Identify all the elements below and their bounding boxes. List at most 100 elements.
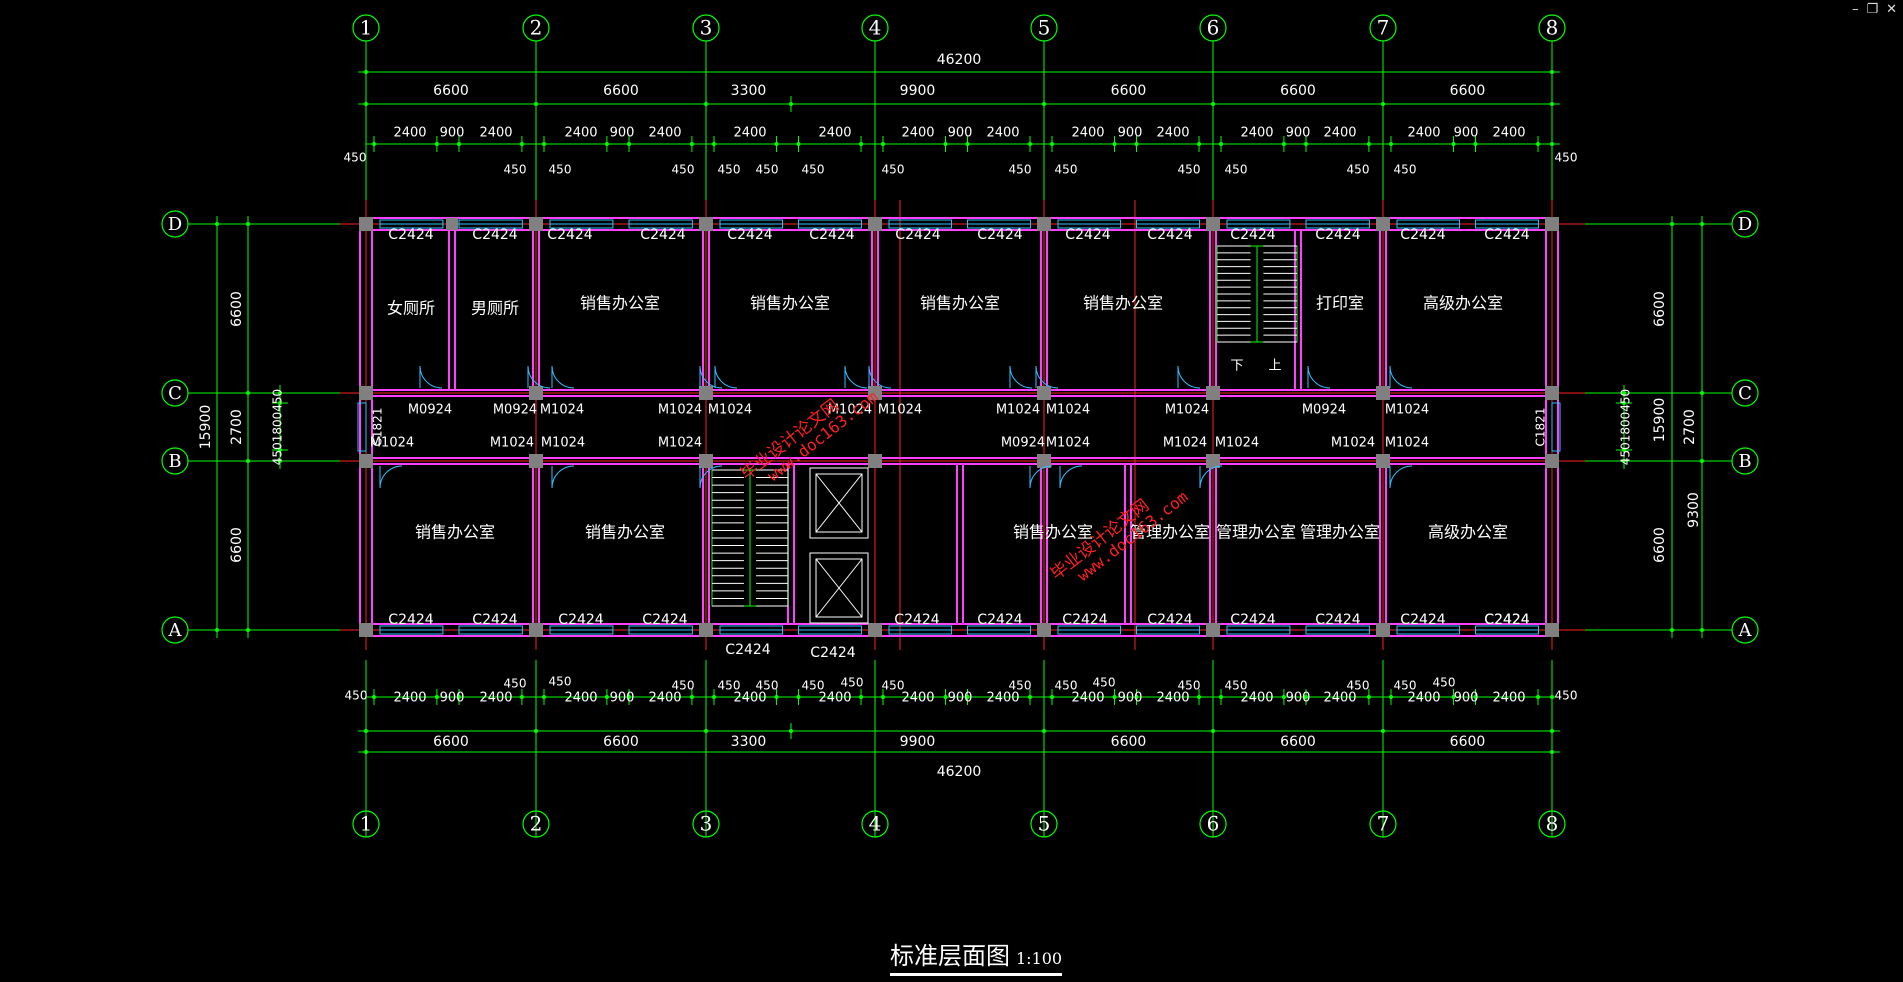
dim-bay-bottom-3: 9900 — [900, 734, 936, 750]
structural-column — [1206, 623, 1220, 637]
dim-dot — [1473, 142, 1478, 146]
structural-column — [1545, 386, 1559, 400]
dim-dot — [542, 142, 546, 146]
structural-column — [359, 623, 373, 637]
dim-dot — [689, 142, 694, 146]
dim-window-top-3: 2400 — [564, 126, 597, 141]
dim-dot — [1028, 142, 1033, 146]
dim-window-bottom-1: 900 — [440, 691, 465, 706]
door-label-upper-1: M0924 — [493, 403, 537, 418]
structural-column — [529, 386, 543, 400]
dim-dot — [1304, 142, 1308, 146]
structural-column — [699, 623, 713, 637]
dim-right-inner-0: 6600 — [1652, 291, 1668, 327]
grid-bubble-label-6: 6 — [1207, 812, 1220, 836]
window-label-bottom-6: C2424 — [1062, 612, 1107, 628]
dim-dot — [627, 142, 631, 146]
dim-window-bottom-2: 2400 — [479, 691, 512, 706]
dim-offset-bottom-7: 450 — [841, 676, 864, 690]
window-side-left — [357, 402, 367, 452]
door-lower-1 — [551, 465, 575, 489]
window-label-side-right: C1821 — [1534, 408, 1548, 447]
dim-dot — [434, 695, 439, 699]
axis-grid-layer — [340, 200, 1585, 650]
restore-icon[interactable]: ❐ — [1866, 2, 1879, 17]
window-label-bottom-4: C2424 — [894, 612, 939, 628]
grid-bubble-label-7: 7 — [1377, 812, 1390, 836]
dim-dot — [457, 695, 461, 699]
dim-dot — [789, 102, 793, 106]
dim-right-inner-1: 2700 — [1682, 409, 1698, 445]
dim-dot-v — [246, 628, 250, 632]
room-label-top-4: 销售办公室 — [920, 294, 1000, 313]
dim-dot — [881, 695, 885, 699]
structural-column — [1037, 217, 1051, 231]
dim-dot — [1112, 695, 1117, 699]
window-label-top-9: C2424 — [1147, 227, 1192, 243]
structural-column — [699, 454, 713, 468]
dim-offset-top-2: 450 — [549, 163, 572, 177]
grid-bubble-label-8: 8 — [1546, 812, 1559, 836]
window-label-top-11: C2424 — [1315, 227, 1360, 243]
dim-dot — [1219, 142, 1223, 146]
structural-column — [1545, 454, 1559, 468]
dim-dot — [1197, 142, 1202, 146]
dim-window-bottom-0: 2400 — [393, 691, 426, 706]
grid-bubble-label-B: B — [1738, 451, 1751, 472]
dim-window-top-9: 900 — [948, 126, 973, 141]
dim-dot — [859, 695, 864, 699]
structural-column — [359, 217, 373, 231]
window-label-bottom-5: C2424 — [977, 612, 1022, 628]
dim-dot-v — [246, 222, 250, 226]
dim-window-top-17: 2400 — [1407, 126, 1440, 141]
grid-bubble-label-4: 4 — [869, 16, 882, 40]
structural-column — [1037, 386, 1051, 400]
dim-window-top-7: 2400 — [818, 126, 851, 141]
dim-dot-v — [215, 222, 219, 226]
door-upper-11 — [1389, 365, 1413, 389]
structural-column — [529, 217, 543, 231]
dim-window-top-13: 2400 — [1156, 126, 1189, 141]
grid-bubble-label-5: 5 — [1038, 812, 1051, 836]
door-label-lower-1: M1024 — [490, 436, 534, 451]
structural-column — [1206, 386, 1220, 400]
dim-window-bottom-3: 2400 — [564, 691, 597, 706]
dim-dot — [1134, 142, 1139, 146]
dim-offset-top-5: 450 — [756, 163, 779, 177]
dim-dot — [774, 695, 779, 699]
stair-label-up: 上 — [1268, 359, 1281, 374]
grid-bubble-label-A: A — [168, 620, 183, 641]
room-label-top-2: 销售办公室 — [580, 294, 660, 313]
dim-dot — [1550, 70, 1554, 74]
structural-column — [1376, 217, 1390, 231]
dim-window-top-4: 900 — [610, 126, 635, 141]
close-icon[interactable]: ✕ — [1886, 2, 1897, 17]
dim-bay-top-1: 6600 — [603, 83, 639, 99]
door-upper-1 — [527, 365, 551, 389]
room-label-top-7: 高级办公室 — [1423, 294, 1503, 313]
door-label-upper-10: M0924 — [1302, 403, 1346, 418]
dim-dot — [1550, 750, 1554, 754]
dim-window-top-2: 2400 — [479, 126, 512, 141]
dim-dot — [1550, 142, 1554, 146]
minimize-icon[interactable]: – — [1851, 2, 1859, 17]
dim-bay-top-6: 6600 — [1450, 83, 1486, 99]
dim-right-outer-top: 15900 — [1652, 398, 1668, 443]
door-label-upper-2: M1024 — [540, 403, 584, 418]
dim-window-top-15: 900 — [1286, 126, 1311, 141]
door-upper-9 — [1177, 365, 1201, 389]
window-controls: – ❐ ✕ — [1851, 2, 1897, 17]
structural-column — [359, 386, 373, 400]
dim-bay-bottom-6: 6600 — [1450, 734, 1486, 750]
dim-offset-bottom-12: 450 — [1178, 679, 1201, 693]
dim-dot — [457, 142, 461, 146]
window-label-top-6: C2424 — [895, 227, 940, 243]
door-lower-6 — [1389, 465, 1413, 489]
dim-offset-bottom-9: 450 — [1009, 679, 1032, 693]
grid-bubble-label-4: 4 — [869, 812, 882, 836]
dim-offset-top-6: 450 — [802, 163, 825, 177]
structural-column — [699, 386, 713, 400]
window-label-top-10: C2424 — [1230, 227, 1275, 243]
room-label-bottom-6: 高级办公室 — [1428, 523, 1508, 542]
